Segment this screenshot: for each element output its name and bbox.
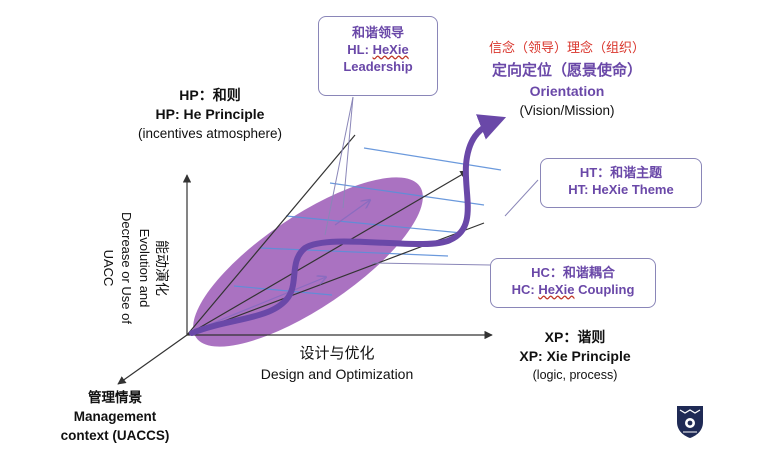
ht-callout-zh: HT：和谐主题: [579, 165, 663, 180]
vertical-label-en3: UACC: [101, 249, 116, 287]
xp-label-zh: XP：谐则: [544, 329, 606, 345]
xp-label-en: XP: Xie Principle: [519, 348, 631, 364]
management-label-en1: Management: [73, 409, 157, 424]
hc-callout-zh: HC：和谐耦合: [531, 265, 615, 280]
vertical-axis-label: 能动演化 Evolution and Decrease or Use of UA…: [99, 183, 171, 353]
orientation-red: 信念（领导）理念（组织）: [488, 40, 645, 55]
hl-callout-zh: 和谐领导: [351, 25, 404, 40]
hl-callout-en: HL: HeXie: [347, 41, 409, 57]
grid-lines: [233, 147, 502, 296]
management-label: 管理情景 Management context (UACCS): [40, 388, 190, 445]
xp-label: XP：谐则 XP: Xie Principle (logic, process): [500, 328, 650, 385]
design-label: 设计与优化 Design and Optimization: [232, 344, 442, 384]
management-label-en2: context (UACCS): [60, 428, 170, 443]
callout-pointers: [324, 96, 539, 266]
crest-icon: [675, 404, 705, 440]
hc-callout: HC：和谐耦合 HC: HeXie Coupling: [490, 258, 656, 308]
design-label-en: Design and Optimization: [260, 366, 414, 382]
orientation-block: 信念（领导）理念（组织） 定向定位（愿景使命） Orientation (Vis…: [462, 38, 672, 121]
hc-callout-en: HC: HeXie Coupling: [511, 281, 635, 297]
hl-callout-en2: Leadership: [343, 58, 413, 74]
vertical-label-en1: Evolution and: [137, 228, 152, 308]
inner-arrows: [195, 200, 370, 331]
hp-label-en: HP: He Principle: [155, 106, 265, 122]
ht-callout: HT：和谐主题 HT: HeXie Theme: [540, 158, 702, 208]
hl-callout: 和谐领导 HL: HeXie Leadership: [318, 16, 438, 96]
hexie-region-ellipse: [193, 177, 423, 347]
design-label-zh: 设计与优化: [299, 345, 375, 362]
vertical-label-en2: Decrease or Use of: [119, 212, 134, 324]
orientation-sub: (Vision/Mission): [519, 103, 615, 118]
orientation-zh: 定向定位（愿景使命）: [491, 62, 642, 79]
hp-label: HP：和则 HP: He Principle (incentives atmos…: [110, 86, 310, 143]
evolution-path: [189, 114, 507, 336]
management-label-zh: 管理情景: [88, 390, 142, 405]
hp-label-zh: HP：和则: [179, 87, 241, 103]
ht-callout-en: HT: HeXie Theme: [568, 181, 674, 197]
vertical-label-zh: 能动演化: [154, 240, 170, 296]
xp-label-sub: (logic, process): [532, 368, 618, 382]
hp-label-sub: (incentives atmosphere): [137, 126, 283, 141]
orientation-en: Orientation: [529, 83, 605, 99]
